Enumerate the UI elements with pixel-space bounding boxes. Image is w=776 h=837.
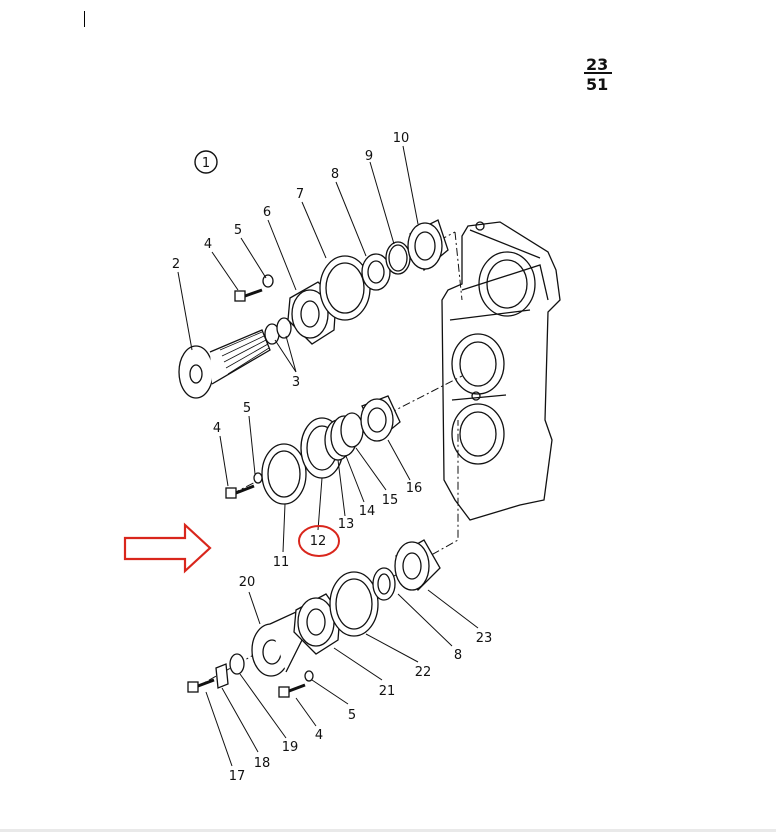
bottom-border xyxy=(0,829,776,832)
callout-5: 5 xyxy=(234,223,242,238)
page-ref-top: 23 xyxy=(586,55,608,74)
lower-assembly xyxy=(187,539,441,698)
callout-4: 4 xyxy=(315,728,323,743)
callout-14: 14 xyxy=(359,504,376,519)
callout-8: 8 xyxy=(331,167,339,182)
view-number: 1 xyxy=(202,156,210,171)
text-cursor xyxy=(84,11,85,27)
callout-19: 19 xyxy=(282,740,299,755)
highlight-arrow-icon xyxy=(123,522,212,574)
callout-4: 4 xyxy=(213,421,221,436)
callout-12: 12 xyxy=(310,534,327,549)
middle-assembly xyxy=(225,395,401,505)
callout-20: 20 xyxy=(239,575,256,590)
callout-3: 3 xyxy=(292,375,300,390)
callout-18: 18 xyxy=(254,756,271,771)
callout-10: 10 xyxy=(393,131,410,146)
callout-labels: 2 4 5 6 7 8 9 10 3 4 5 11 12 13 14 15 16… xyxy=(172,131,492,784)
callout-6: 6 xyxy=(263,205,271,220)
highlight-annotation xyxy=(123,522,340,574)
callout-23: 23 xyxy=(476,631,493,646)
gearbox-housing xyxy=(441,221,561,521)
callout-8: 8 xyxy=(454,648,462,663)
callout-11: 11 xyxy=(273,555,290,570)
callout-4: 4 xyxy=(204,237,212,252)
callout-9: 9 xyxy=(365,149,373,164)
callout-7: 7 xyxy=(296,187,304,202)
callout-5: 5 xyxy=(243,401,251,416)
page-reference: 23 51 xyxy=(584,55,612,94)
callout-2: 2 xyxy=(172,257,180,272)
page-ref-bottom: 51 xyxy=(586,75,608,94)
upper-assembly xyxy=(178,219,449,399)
callout-17: 17 xyxy=(229,769,246,784)
callout-22: 22 xyxy=(415,665,432,680)
callout-16: 16 xyxy=(406,481,423,496)
view-number-badge: 1 xyxy=(194,150,218,174)
callout-5: 5 xyxy=(348,708,356,723)
callout-21: 21 xyxy=(379,684,396,699)
callout-15: 15 xyxy=(382,493,399,508)
leader-lines xyxy=(177,145,479,767)
callout-13: 13 xyxy=(338,517,355,532)
highlight-circle xyxy=(298,525,340,557)
